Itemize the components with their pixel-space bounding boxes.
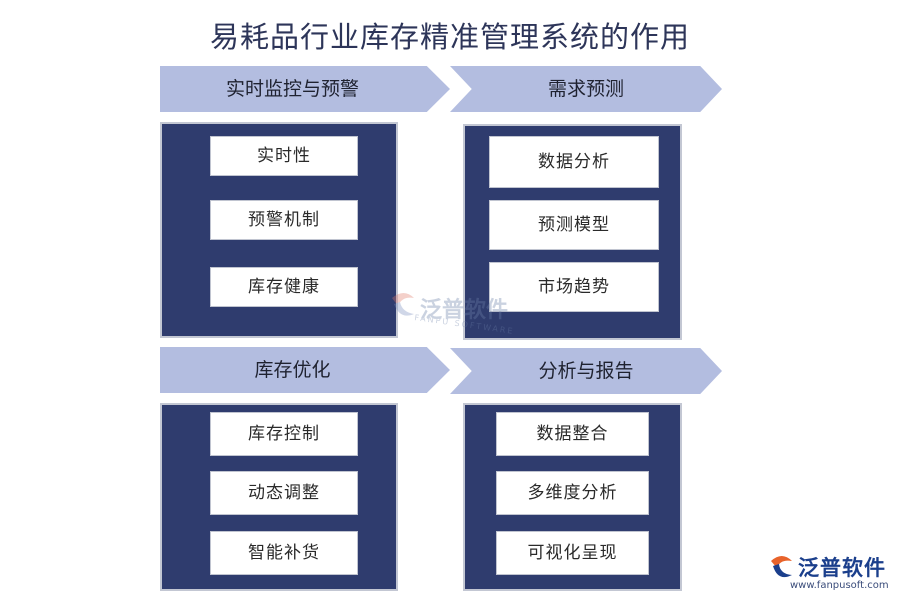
section-header-label: 需求预测 — [547, 78, 624, 100]
brand-url: www.fanpusoft.com — [790, 580, 889, 591]
item-box: 库存健康 — [210, 267, 358, 307]
watermark: 泛普软件 FANPU SOFTWARE — [388, 290, 518, 350]
item-box: 智能补货 — [210, 531, 358, 575]
item-box: 市场趋势 — [489, 262, 659, 312]
section-header-banner — [160, 347, 450, 393]
section-header-label: 实时监控与预警 — [225, 78, 359, 100]
diagram-title: 易耗品行业库存精准管理系统的作用 — [209, 20, 690, 54]
section-header-label: 分析与报告 — [538, 360, 634, 382]
section-header-banner — [450, 66, 722, 112]
item-box: 多维度分析 — [496, 471, 649, 515]
section-header-banner — [160, 66, 450, 112]
item-box: 数据分析 — [489, 136, 659, 188]
fanpu-logo-icon — [771, 556, 792, 578]
item-box: 库存控制 — [210, 412, 358, 456]
item-box: 预警机制 — [210, 200, 358, 240]
item-box: 可视化呈现 — [496, 531, 649, 575]
brand-name: 泛普软件 — [798, 556, 886, 580]
fanpu-logo-icon — [392, 293, 414, 316]
watermark-text: 泛普软件 — [420, 298, 509, 323]
section-header-banner — [450, 348, 722, 394]
section-header-label: 库存优化 — [254, 359, 331, 381]
item-box: 数据整合 — [496, 412, 649, 456]
item-box: 实时性 — [210, 136, 358, 176]
brand-logo: 泛普软件 www.fanpusoft.com — [768, 552, 896, 596]
item-box: 预测模型 — [489, 200, 659, 250]
item-box: 动态调整 — [210, 471, 358, 515]
